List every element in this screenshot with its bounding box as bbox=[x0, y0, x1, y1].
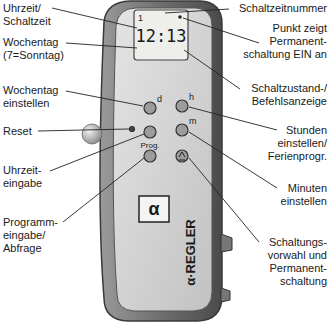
arrow-symbol bbox=[179, 152, 185, 160]
callout-label: Programm- eingabe/ Abfrage bbox=[3, 216, 65, 255]
callout-label: Uhrzeit/ Schaltzeit bbox=[3, 2, 65, 28]
callout-label: Reset bbox=[3, 125, 43, 138]
callout-label: Schaltungs- vorwahl und Permanent- schal… bbox=[257, 236, 327, 288]
knob-ball bbox=[82, 124, 102, 144]
front-face bbox=[113, 8, 212, 311]
device-marking: α·REGLER bbox=[183, 219, 198, 286]
device-marking: h bbox=[189, 92, 194, 102]
callout-label: Punkt zeigt Permanent- schaltung EIN an bbox=[235, 22, 327, 61]
device-marking: Prog. bbox=[140, 141, 159, 150]
side-tab bbox=[221, 288, 230, 302]
device-marking: m bbox=[189, 116, 197, 126]
callout-label: Stunden einstellen/ Ferienprogr. bbox=[257, 124, 327, 163]
device-marking: α bbox=[148, 199, 159, 219]
leader-lines bbox=[38, 8, 277, 242]
callout-label: Wochentag einstellen bbox=[3, 84, 65, 110]
device-marking: 1 bbox=[138, 13, 143, 23]
device-marking: 12:13 bbox=[135, 27, 186, 46]
housing bbox=[100, 1, 222, 321]
side-tab bbox=[221, 234, 232, 252]
permanent-dot bbox=[178, 15, 182, 19]
lcd-display bbox=[134, 10, 188, 60]
logo-box bbox=[139, 196, 169, 222]
callout-label: Wochentag (7=Sonntag) bbox=[3, 36, 83, 62]
device-marking: d bbox=[157, 94, 162, 104]
callout-label: Uhrzeit- eingabe bbox=[3, 164, 53, 190]
callout-label: Schaltzeitnummer bbox=[239, 2, 327, 15]
buttons bbox=[130, 100, 189, 162]
callout-label: Schaltzustand-/ Befehlsanzeige bbox=[237, 82, 327, 108]
callout-label: Minuten einstellen bbox=[257, 182, 327, 208]
